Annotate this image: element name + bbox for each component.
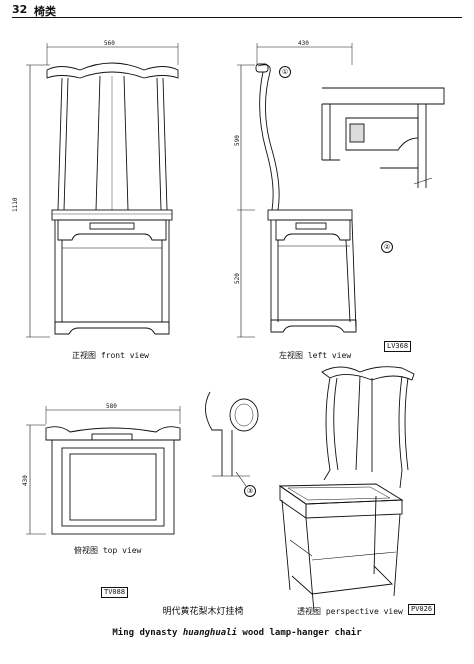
- page-number: 32: [12, 3, 28, 16]
- caption-english-post: wood lamp-hanger chair: [237, 628, 362, 638]
- top-view-drawing: [26, 406, 181, 535]
- front-view-drawing: [26, 43, 179, 338]
- caption-english: Ming dynasty huanghuali wood lamp-hanger…: [0, 628, 474, 638]
- left-view-drawing: [237, 43, 445, 338]
- perspective-view-label: 透视图 perspective view: [297, 607, 403, 616]
- callout-3: ③: [244, 485, 256, 497]
- callout-2: ②: [381, 241, 393, 253]
- caption-chinese: 明代黄花梨木灯挂椅: [162, 607, 244, 617]
- left-depth-dim: 430: [298, 40, 309, 47]
- front-width-dim: 560: [104, 40, 115, 47]
- detail-drawing: [205, 391, 259, 487]
- left-view-label: 左视图 left view: [279, 351, 352, 360]
- section-title: 椅类: [34, 5, 56, 18]
- perspective-drawing: [278, 366, 415, 613]
- top-depth-dim: 430: [22, 475, 29, 486]
- perspective-view-code: PV026: [408, 604, 436, 615]
- header-rule: [12, 17, 462, 18]
- page-header: 32 椅类: [12, 2, 462, 18]
- left-view-code: LV368: [384, 341, 412, 352]
- left-upper-dim: 590: [234, 135, 241, 146]
- left-seat-dim: 520: [234, 273, 241, 284]
- top-view-label: 俯视图 top view: [74, 546, 142, 555]
- front-view-label: 正视图 front view: [72, 351, 149, 360]
- top-view-code: TV088: [101, 587, 129, 598]
- caption-english-pre: Ming dynasty: [112, 628, 183, 638]
- caption-english-italic: huanghuali: [182, 628, 237, 638]
- front-height-dim: 1110: [12, 197, 19, 212]
- callout-1: ①: [279, 66, 291, 78]
- top-width-dim: 580: [106, 403, 117, 410]
